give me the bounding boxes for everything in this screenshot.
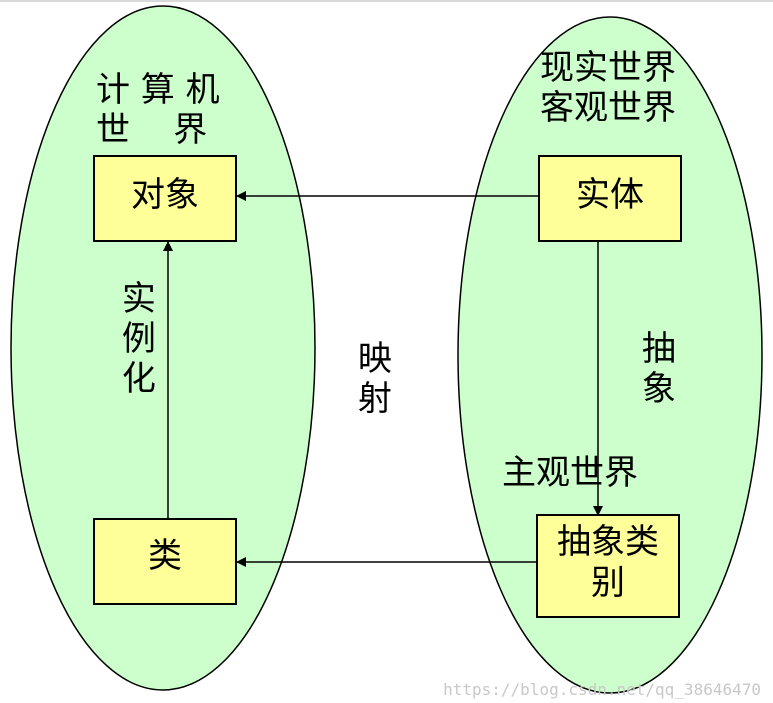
real-world-label-line1: 现实世界	[540, 48, 676, 88]
abstract-category-box-label: 抽象类 别	[557, 522, 659, 603]
computer-world-label-line1: 计 算 机	[96, 70, 220, 110]
entity-box: 实体	[538, 155, 682, 242]
top-border	[0, 0, 773, 2]
subjective-world-label: 主观世界	[502, 453, 638, 493]
instantiate-label: 实例化	[115, 280, 156, 400]
entity-box-label: 实体	[576, 175, 644, 215]
object-box-label: 对象	[131, 175, 199, 215]
abstract-category-box: 抽象类 别	[536, 514, 680, 618]
object-box: 对象	[93, 155, 237, 242]
mapping-label: 映射	[351, 340, 392, 420]
class-box: 类	[93, 518, 237, 605]
real-world-ellipse	[457, 16, 763, 694]
computer-world-label-line2: 世 界	[96, 110, 208, 150]
computer-world-ellipse	[10, 5, 316, 691]
real-world-label-line2: 客观世界	[540, 88, 676, 128]
watermark-text: https://blog.csdn.net/qq_38646470	[443, 680, 761, 699]
abstract-label: 抽象	[635, 330, 676, 410]
class-box-label: 类	[148, 536, 182, 576]
